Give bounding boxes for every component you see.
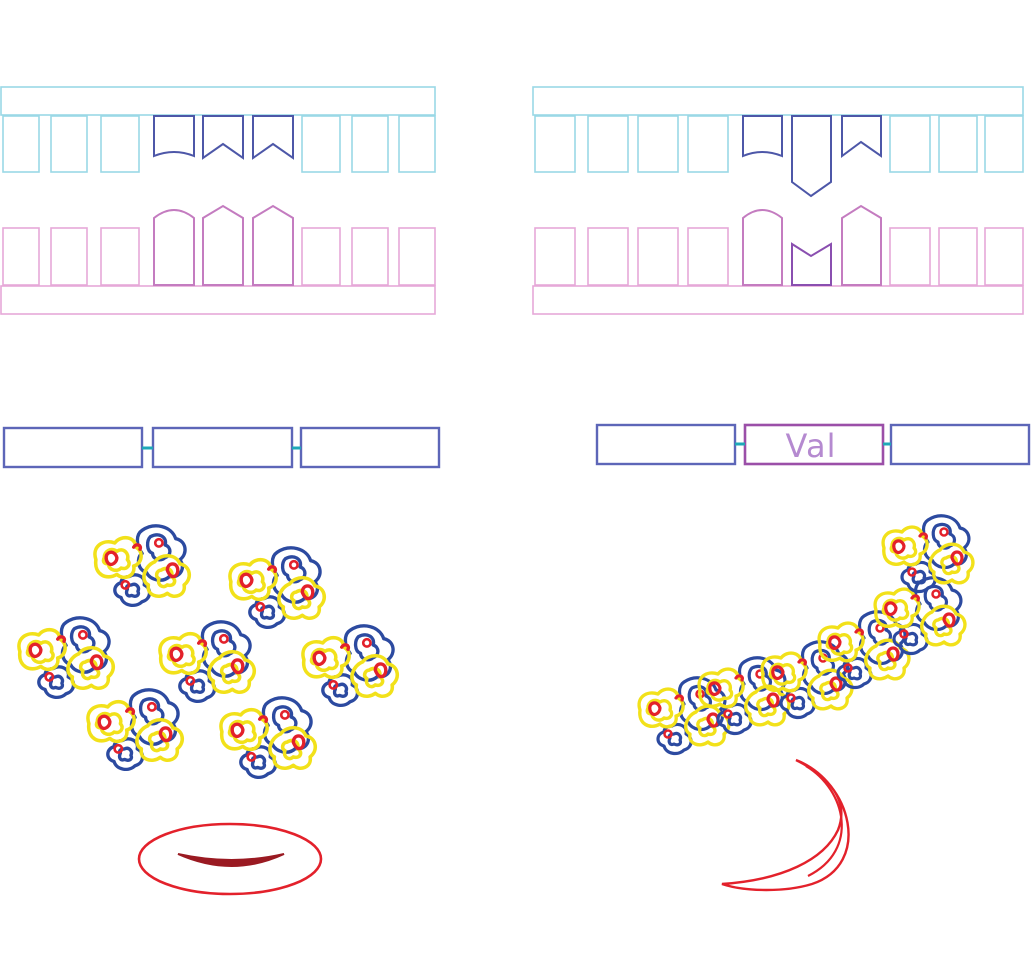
- normal-top-tabs: [153, 115, 294, 160]
- bottom-strand-backbone: [532, 285, 1024, 315]
- top-strand-unit: [301, 115, 341, 173]
- bottom-point-pocket: [252, 204, 294, 286]
- normal-red-blood-cell: [137, 822, 323, 896]
- top-strand-backbone: [532, 86, 1024, 116]
- top-strand-unit: [534, 115, 576, 173]
- top-strand-unit: [938, 115, 978, 173]
- chain-unit-box: [2, 426, 144, 469]
- top-strand-unit: [984, 115, 1024, 173]
- bottom-strand-unit: [100, 227, 140, 286]
- hemoglobin-complex: [219, 696, 318, 780]
- hemoglobin-complex: [228, 546, 327, 630]
- top-notch-tab: [202, 115, 244, 160]
- bottom-strand-unit: [637, 227, 679, 286]
- sickle-cell-outline: [721, 758, 850, 892]
- normal-panel: [0, 86, 441, 896]
- top-strand-unit: [50, 115, 88, 173]
- bottom-strand-unit: [687, 227, 729, 286]
- rbc-outline: [137, 822, 323, 896]
- sickle-red-blood-cell: [721, 758, 850, 892]
- hemoglobin-complex: [301, 624, 400, 708]
- top-notch-tab: [252, 115, 294, 160]
- top-strand-unit: [587, 115, 629, 173]
- normal-hemoglobin-cluster: [17, 524, 400, 780]
- hemoglobin-complex: [637, 676, 731, 756]
- sickle-top-strand: [532, 86, 1024, 173]
- hemoglobin-complex: [17, 616, 116, 700]
- normal-top-strand: [0, 86, 436, 173]
- rbc-center-dimple: [177, 853, 285, 867]
- sickle-chain: Val: [595, 423, 1031, 466]
- hemoglobin-complex: [86, 688, 185, 772]
- hemoglobin-complex: [881, 514, 975, 594]
- hemoglobin-complex: [93, 524, 192, 608]
- sickle-top-tabs: [742, 115, 882, 198]
- bottom-strand-backbone: [0, 285, 436, 315]
- normal-bottom-pockets: [153, 204, 294, 286]
- sickle-panel: Val: [532, 86, 1031, 892]
- bottom-round-pocket: [742, 209, 783, 286]
- bottom-strand-unit: [301, 227, 341, 286]
- top-strand-unit: [2, 115, 40, 173]
- bottom-strand-unit: [398, 227, 436, 286]
- valine-label: Val: [786, 427, 837, 465]
- top-strand-unit: [100, 115, 140, 173]
- bottom-strand-unit: [587, 227, 629, 286]
- top-strand-unit: [637, 115, 679, 173]
- bottom-notched-pocket: [791, 242, 832, 286]
- top-rounded-tab: [153, 115, 195, 158]
- chain-unit-box: [151, 426, 294, 469]
- top-notch-tab: [841, 115, 882, 158]
- bottom-strand-unit: [2, 227, 40, 286]
- normal-chain: [2, 426, 441, 469]
- hemoglobin-complex: [158, 620, 257, 704]
- sickle-bottom-pockets: [742, 204, 882, 286]
- bottom-point-pocket: [202, 204, 244, 286]
- top-strand-unit: [687, 115, 729, 173]
- bottom-strand-unit: [938, 227, 978, 286]
- bottom-point-pocket: [841, 204, 882, 286]
- top-long-tab: [791, 115, 832, 198]
- normal-bottom-strand: [0, 227, 436, 315]
- top-strand-backbone: [0, 86, 436, 116]
- sickle-cell-inner-line: [805, 765, 843, 877]
- bottom-strand-unit: [534, 227, 576, 286]
- bottom-strand-unit: [984, 227, 1024, 286]
- chain-unit-box: [299, 426, 441, 469]
- sickle-hemoglobin-fiber: [637, 514, 975, 756]
- top-strand-unit: [351, 115, 389, 173]
- bottom-strand-unit: [351, 227, 389, 286]
- top-rounded-tab: [742, 115, 783, 158]
- top-strand-unit: [889, 115, 931, 173]
- top-strand-unit: [398, 115, 436, 173]
- chain-unit-box: [595, 423, 737, 466]
- bottom-round-pocket: [153, 209, 195, 286]
- bottom-strand-unit: [889, 227, 931, 286]
- sickle-bottom-strand: [532, 227, 1024, 315]
- bottom-strand-unit: [50, 227, 88, 286]
- chain-unit-box: [889, 423, 1031, 466]
